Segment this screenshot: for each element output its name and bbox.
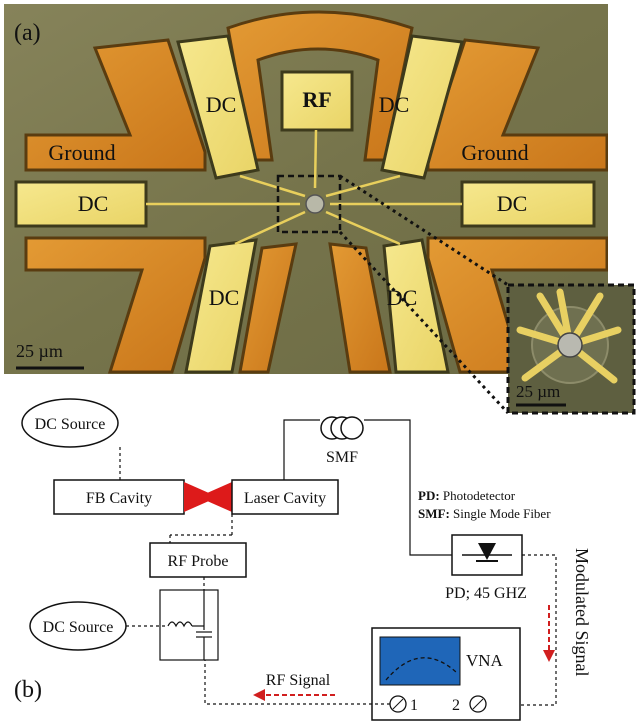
vna-trace — [385, 657, 457, 681]
modulated-signal-arrowhead — [543, 650, 555, 662]
rf-signal-arrowhead — [253, 689, 265, 701]
micro-disk — [305, 194, 325, 214]
ground-pad-lower-left — [24, 236, 207, 374]
ground-strip-lower-center-right — [328, 242, 392, 374]
legend-pd-value: Photodetector — [440, 488, 516, 503]
dc-source-top-label: DC Source — [35, 416, 106, 433]
dc-source-top — [21, 398, 119, 448]
modulated-signal-wire — [490, 554, 557, 706]
inset-scale-bar-label: 25 µm — [516, 382, 560, 401]
bias-tee-box — [159, 589, 219, 661]
dc-right-label: DC — [497, 191, 528, 216]
inset-disk — [557, 332, 583, 358]
panel-b-label: (b) — [14, 677, 42, 703]
dc-pad-right — [460, 180, 596, 228]
pd-label: PD; 45 GHZ — [445, 585, 527, 602]
dc-upper-right-label: DC — [379, 92, 410, 117]
smf-label: SMF — [326, 449, 358, 466]
ground-right-label: Ground — [461, 140, 528, 165]
vna-label: VNA — [466, 651, 504, 670]
dc-pad-lower-right — [382, 238, 450, 374]
taper-right — [198, 482, 232, 512]
dc-left-label: DC — [78, 191, 109, 216]
laser-cavity-label: Laser Cavity — [244, 490, 326, 507]
ground-left-label: Ground — [48, 140, 115, 165]
zoom-connector-top — [339, 174, 509, 287]
rf-probe-box — [149, 542, 247, 578]
rf-signal-wire — [204, 660, 390, 705]
fb-cavity-label: FB Cavity — [86, 490, 152, 507]
zoom-box — [276, 174, 342, 234]
panel-a-micrograph: (a) RF DC DC Ground Ground DC DC DC DC 2… — [4, 4, 636, 415]
vna-port-2-mark — [472, 698, 484, 710]
panel-a-label: (a) — [14, 20, 41, 46]
bias-tee-circuit — [167, 590, 212, 660]
rf-label: RF — [302, 87, 331, 112]
rf-pad — [280, 70, 354, 132]
rf-probe-label: RF Probe — [168, 553, 229, 570]
dc-source-bottom-label: DC Source — [43, 619, 114, 636]
electrode-traces — [146, 129, 462, 246]
legend-smf-key: SMF: — [418, 506, 450, 521]
fb-cavity-box — [53, 479, 185, 515]
fiber-smf-to-pd — [364, 419, 452, 556]
laser-cavity-box — [231, 479, 339, 515]
vna-port-1-label: 1 — [410, 697, 418, 714]
dc-upper-left-label: DC — [206, 92, 237, 117]
dc-lower-right-label: DC — [387, 285, 418, 310]
dc-pad-upper-right — [380, 34, 464, 180]
ground-pad-upper-left — [24, 38, 207, 172]
scale-bar: 25 µm — [16, 341, 84, 370]
dc-pad-upper-left — [176, 34, 260, 180]
ground-pad-top — [226, 10, 414, 162]
vna-port-1-mark — [392, 698, 404, 710]
legend-smf: SMF: Single Mode Fiber — [418, 506, 551, 521]
fiber-laser-to-smf — [283, 419, 320, 480]
dc-pad-left — [14, 180, 148, 228]
ground-pad-lower-right — [426, 236, 608, 374]
dc-lower-left-label: DC — [209, 285, 240, 310]
vna-screen — [379, 636, 461, 686]
zoom-inset: 25 µm — [506, 283, 636, 415]
scale-bar-label: 25 µm — [16, 341, 63, 361]
panel-b-schematic: DC Source FB Cavity Laser Cavity SMF PD:… — [14, 398, 592, 721]
smf-coils — [320, 416, 364, 440]
legend-pd-key: PD: — [418, 488, 440, 503]
inset-frame — [506, 283, 636, 415]
legend-pd: PD: Photodetector — [418, 488, 516, 503]
vna-port-2-label: 2 — [452, 697, 460, 714]
photodiode-icon — [462, 543, 512, 562]
modulated-signal-label: Modulated Signal — [572, 548, 592, 677]
rf-signal-label: RF Signal — [266, 672, 331, 689]
zoom-connector-bottom — [338, 230, 510, 415]
ground-strip-lower-center-left — [238, 242, 298, 374]
legend-smf-value: Single Mode Fiber — [450, 506, 551, 521]
